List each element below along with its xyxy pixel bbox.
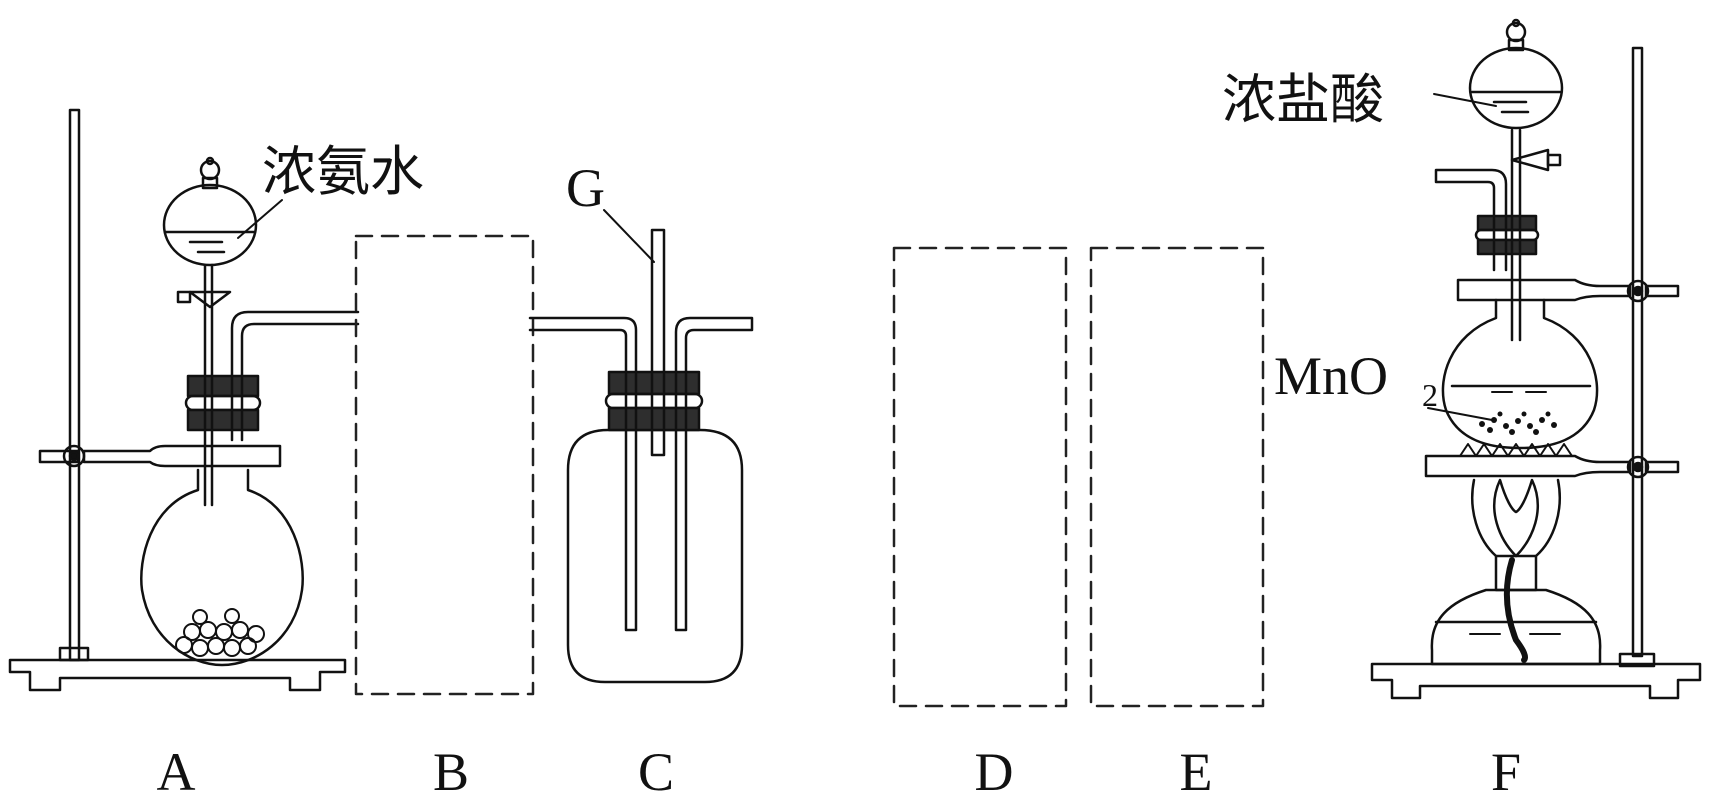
gas-bottle-c <box>566 428 744 684</box>
delivery-tube-a <box>230 310 360 442</box>
stand-base-f <box>1370 662 1702 700</box>
funnel-knob-a <box>199 159 221 181</box>
outlet-tube-c <box>674 316 754 632</box>
stand-rod-f <box>1631 46 1644 658</box>
tube-g <box>650 228 666 457</box>
mno2-powder <box>1479 411 1557 435</box>
apparatus-f: MnO 2 浓盐酸 <box>1222 18 1702 700</box>
label-e: E <box>1180 742 1213 802</box>
stand-base-a <box>8 658 347 692</box>
label-d: D <box>975 742 1014 802</box>
label-a: A <box>157 742 196 802</box>
leader-g <box>603 209 655 263</box>
round-flask-a <box>140 468 304 667</box>
stopcock-a <box>188 290 232 309</box>
reagent-label-mno2-subscript: 2 <box>1422 377 1438 413</box>
alcohol-lamp-f <box>1430 588 1602 666</box>
placeholder-box-d <box>892 246 1068 708</box>
separatory-funnel-a <box>162 183 258 267</box>
inlet-tube-c <box>528 316 638 632</box>
round-flask-f <box>1441 298 1599 450</box>
lamp-neck-f <box>1494 554 1538 592</box>
label-g: G <box>566 158 605 218</box>
granules-a <box>175 608 265 657</box>
apparatus-a: 浓氨水 <box>8 108 424 692</box>
clamp-jaw-a <box>82 444 282 468</box>
label-c: C <box>638 742 674 802</box>
stopper-c-ring <box>604 392 704 410</box>
gauze-support-f <box>1424 454 1632 478</box>
placeholder-box-e <box>1089 246 1265 708</box>
placeholder-box-b <box>354 234 535 696</box>
separatory-funnel-f <box>1468 46 1564 130</box>
reagent-label-hcl: 浓盐酸 <box>1222 68 1384 131</box>
upper-clamp-f <box>1456 278 1632 302</box>
reagent-label-mno2: MnO <box>1274 346 1388 406</box>
flame-f <box>1493 478 1539 558</box>
label-b: B <box>433 742 469 802</box>
funnel-knob-f <box>1505 21 1527 43</box>
leader-hcl <box>1433 93 1497 107</box>
stand-rod-a <box>68 108 81 662</box>
leader-mno2 <box>1427 407 1493 421</box>
wire-gauze-f <box>1459 443 1573 457</box>
apparatus-c: G <box>528 158 754 684</box>
rod-foot-f <box>1618 652 1656 668</box>
rod-foot-a <box>58 646 90 662</box>
stopcock-f <box>1510 148 1550 172</box>
apparatus-letters: A B C D E F <box>157 742 1522 802</box>
stopper-a-top <box>186 374 260 398</box>
funnel-stem-f <box>1510 128 1522 342</box>
delivery-tube-f <box>1434 168 1508 272</box>
reagent-label-ammonia: 浓氨水 <box>262 140 424 203</box>
label-f: F <box>1491 742 1521 802</box>
lamp-wick-f <box>1503 557 1528 663</box>
stopper-a-bottom <box>186 408 260 432</box>
stopper-a-ring <box>184 394 262 412</box>
leader-ammonia <box>237 199 283 239</box>
